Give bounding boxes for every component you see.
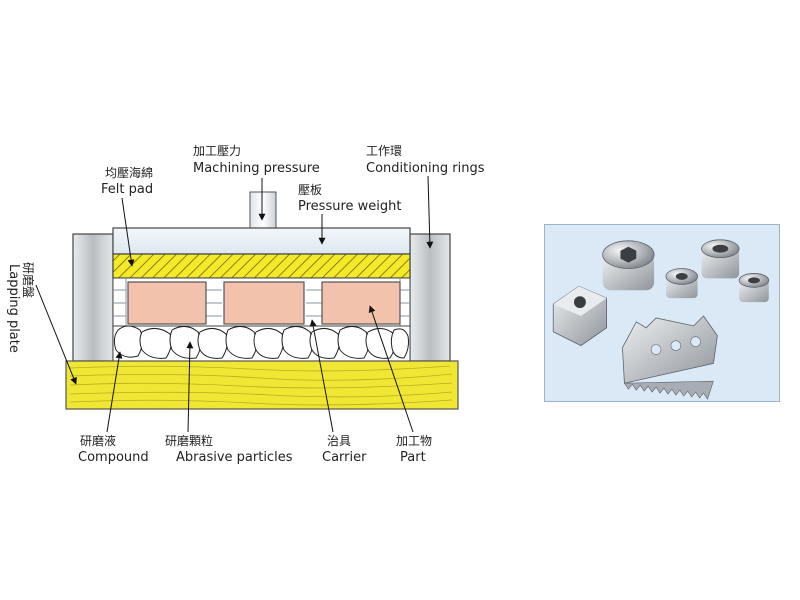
label-pressure-weight-zh: 壓板	[298, 183, 322, 197]
arrow-part	[368, 305, 414, 433]
product-photo-panel	[544, 224, 780, 402]
arrow-felt-pad	[121, 197, 135, 267]
part-2	[223, 281, 305, 325]
pressure-shaft	[249, 191, 277, 229]
part-photo-block	[552, 285, 608, 347]
part-photo-ring-3	[738, 273, 770, 303]
label-compound-zh: 研磨液	[80, 433, 116, 448]
part-3	[321, 281, 401, 325]
lapping-diagram: 加工壓力 Machining pressure 工作環 Conditioning…	[6, 144, 485, 465]
label-machining-pressure-en: Machining pressure	[193, 161, 320, 176]
leader-lines	[35, 175, 434, 433]
felt-pad	[112, 253, 411, 279]
arrow-conditioning-rings	[426, 175, 434, 249]
label-carrier-en: Carrier	[322, 450, 367, 465]
arrow-lapping-plate	[35, 284, 77, 385]
product-photo	[545, 225, 779, 401]
label-lapping-plate-en: Lapping plate	[6, 264, 21, 353]
label-lapping-plate-zh: 研磨盤	[21, 262, 35, 298]
part-photo-hex-cylinder	[602, 240, 655, 291]
arrow-carrier	[309, 319, 334, 433]
label-abrasive-particles-en: Abrasive particles	[176, 450, 293, 465]
lapping-plate-grain	[69, 365, 453, 406]
label-compound-en: Compound	[78, 450, 149, 465]
label-part-zh: 加工物	[396, 434, 432, 448]
label-conditioning-rings-zh: 工作環	[366, 144, 402, 158]
part-1	[127, 281, 207, 325]
label-felt-pad-en: Felt pad	[101, 182, 153, 197]
arrow-compound	[106, 351, 123, 433]
lapping-plate	[65, 360, 459, 410]
arrow-abrasive-particles	[186, 341, 194, 433]
label-carrier-zh: 治具	[327, 434, 351, 448]
conditioning-ring-left	[72, 233, 114, 362]
pressure-weight	[112, 227, 411, 255]
label-felt-pad-zh: 均壓海綿	[105, 165, 153, 180]
label-pressure-weight-en: Pressure weight	[298, 199, 401, 214]
label-conditioning-rings-en: Conditioning rings	[366, 161, 485, 176]
label-abrasive-particles-zh: 研磨顆粒	[165, 433, 213, 448]
label-machining-pressure-zh: 加工壓力	[193, 144, 241, 158]
part-photo-ring-1	[665, 268, 698, 299]
part-photo-blade	[622, 315, 718, 400]
label-part-en: Part	[400, 450, 426, 465]
part-photo-ring-2	[701, 239, 740, 279]
abrasive-particles	[113, 325, 409, 359]
conditioning-ring-right	[409, 233, 451, 362]
